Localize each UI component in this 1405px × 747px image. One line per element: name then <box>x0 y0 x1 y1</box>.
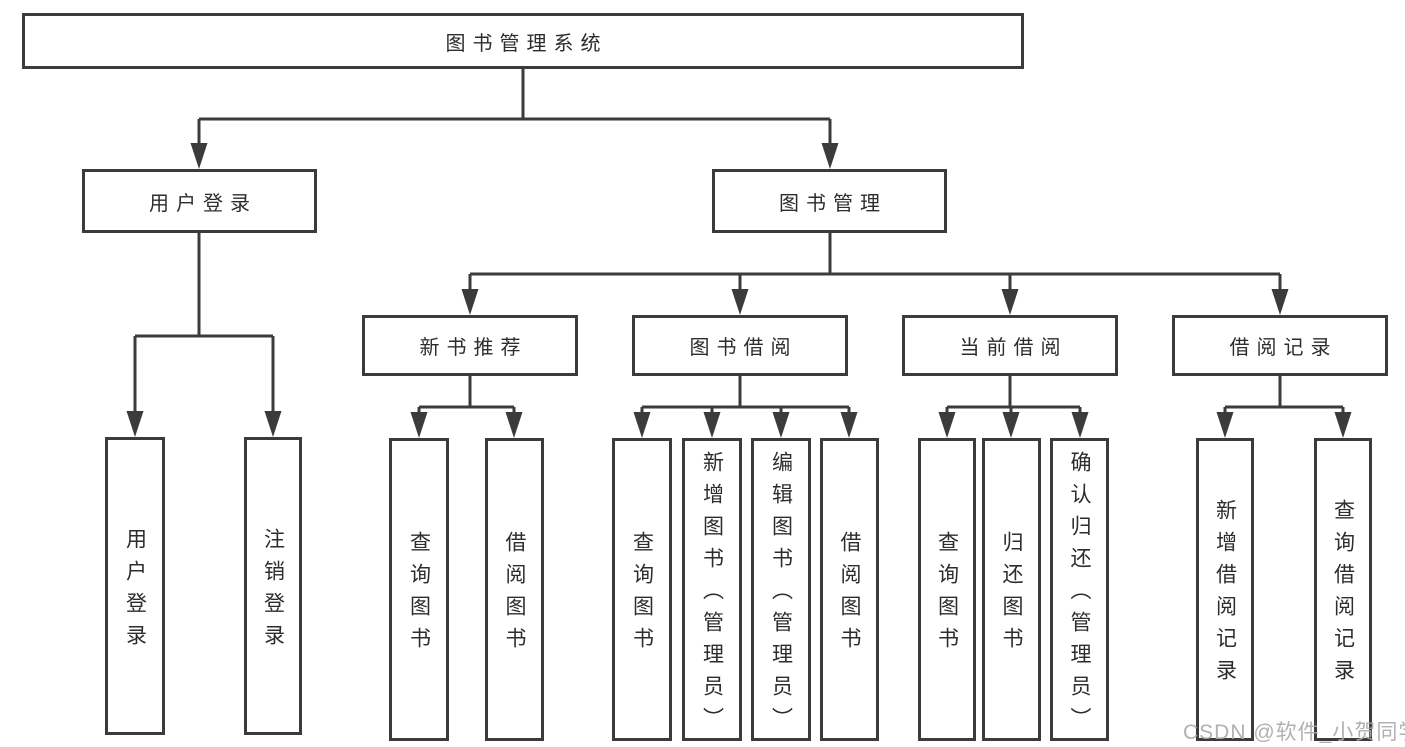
node-user-login-label: 用户登录 <box>149 192 257 215</box>
leaf-logout-label: 注销登录 <box>261 527 285 656</box>
leaf-query-borrow-record: 查询借阅记录 <box>1314 438 1372 741</box>
leaf-borrow-book-1-label: 借阅图书 <box>503 531 526 659</box>
node-new-book-rec-label: 新书推荐 <box>419 337 528 359</box>
connector-book-mgmt <box>468 232 1282 291</box>
leaf-return-book-label: 归还图书 <box>1000 531 1023 659</box>
arrowheads-current-borrow <box>938 412 1089 438</box>
leaf-confirm-return-label: 确认归还（管理员） <box>1068 451 1091 739</box>
leaf-edit-book-label: 编辑图书（管理员） <box>769 451 793 739</box>
node-borrow-record-label: 借阅记录 <box>1229 337 1338 359</box>
connector-root <box>197 69 832 146</box>
leaf-add-book-label: 新增图书（管理员） <box>700 451 724 739</box>
arrowheads-new-book-rec <box>410 412 523 438</box>
leaf-add-borrow-record-label: 新增借阅记录 <box>1213 499 1237 691</box>
node-book-mgmt: 图书管理 <box>712 169 947 233</box>
leaf-query-book-3: 查询图书 <box>918 438 976 741</box>
node-current-borrow-label: 当前借阅 <box>959 337 1068 359</box>
connector-borrow-record <box>1223 375 1345 414</box>
arrowheads-book-borrow <box>633 412 858 438</box>
connector-book-borrow <box>640 375 851 414</box>
arrowheads-book-mgmt <box>461 289 1289 315</box>
leaf-query-book-3-label: 查询图书 <box>935 531 959 659</box>
connector-user-login <box>133 232 275 413</box>
node-book-mgmt-label: 图书管理 <box>779 192 887 215</box>
leaf-query-borrow-record-label: 查询借阅记录 <box>1331 499 1355 691</box>
leaf-edit-book: 编辑图书（管理员） <box>751 438 811 741</box>
arrowheads-user-login <box>126 411 282 437</box>
node-root: 图书管理系统 <box>22 13 1024 69</box>
node-book-borrow: 图书借阅 <box>632 315 848 376</box>
node-borrow-record: 借阅记录 <box>1172 315 1388 376</box>
leaf-add-borrow-record: 新增借阅记录 <box>1196 438 1254 741</box>
leaf-confirm-return: 确认归还（管理员） <box>1050 438 1109 741</box>
leaf-query-book-2: 查询图书 <box>612 438 672 741</box>
leaf-query-book-1-label: 查询图书 <box>407 531 431 659</box>
node-book-borrow-label: 图书借阅 <box>689 337 798 359</box>
csdn-watermark: CSDN @软件_小贺同学 <box>1183 721 1405 744</box>
leaf-add-book: 新增图书（管理员） <box>682 438 742 741</box>
leaf-borrow-book-2: 借阅图书 <box>820 438 879 741</box>
leaf-query-book-1: 查询图书 <box>389 438 449 741</box>
leaf-return-book: 归还图书 <box>982 438 1041 741</box>
node-new-book-rec: 新书推荐 <box>362 315 578 376</box>
node-current-borrow: 当前借阅 <box>902 315 1118 376</box>
node-user-login: 用户登录 <box>82 169 317 233</box>
arrowheads-borrow-record <box>1216 412 1352 438</box>
leaf-logout: 注销登录 <box>244 437 302 735</box>
leaf-borrow-book-2-label: 借阅图书 <box>838 531 861 659</box>
connector-new-book-rec <box>417 375 516 414</box>
leaf-query-book-2-label: 查询图书 <box>630 531 654 659</box>
leaf-borrow-book-1: 借阅图书 <box>485 438 544 741</box>
leaf-user-login: 用户登录 <box>105 437 165 735</box>
arrowheads-root <box>190 143 839 169</box>
connector-current-borrow <box>945 375 1082 414</box>
node-root-label: 图书管理系统 <box>445 32 608 55</box>
leaf-user-login-label: 用户登录 <box>123 527 147 656</box>
